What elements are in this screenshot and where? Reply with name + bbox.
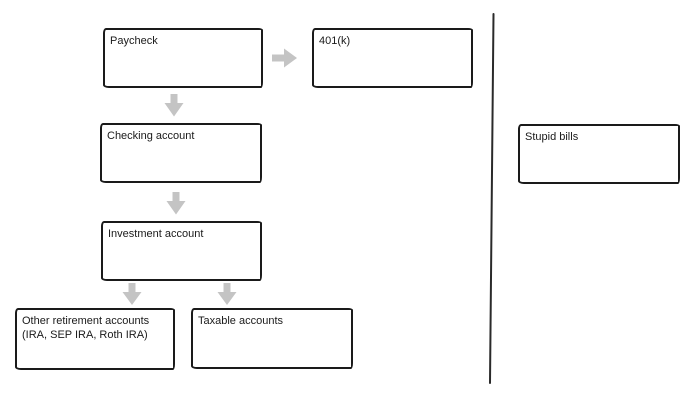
- node-paycheck: Paycheck: [103, 28, 263, 88]
- node-taxable-accounts-label: Taxable accounts: [198, 315, 283, 327]
- arrow-right-paycheck-to-401k-icon: [271, 46, 299, 70]
- node-investment-account-label: Investment account: [108, 228, 204, 240]
- node-other-retirement-accounts-label: Other retirement accounts (IRA, SEP IRA,…: [22, 315, 150, 342]
- node-taxable-accounts: Taxable accounts: [191, 308, 353, 369]
- arrow-down-investment-to-other-retirement-icon: [120, 283, 144, 306]
- node-checking-account: Checking account: [100, 123, 262, 183]
- node-other-retirement-accounts: Other retirement accounts (IRA, SEP IRA,…: [15, 308, 175, 370]
- arrow-down-investment-to-taxable-icon: [215, 283, 239, 306]
- node-stupid-bills-label: Stupid bills: [525, 131, 579, 143]
- arrow-down-paycheck-to-checking-icon: [162, 93, 186, 118]
- node-401k-label: 401(k): [319, 35, 351, 47]
- node-paycheck-label: Paycheck: [110, 35, 158, 47]
- node-investment-account: Investment account: [101, 221, 262, 281]
- node-401k: 401(k): [312, 28, 473, 88]
- arrow-down-checking-to-investment-icon: [164, 191, 188, 216]
- node-stupid-bills: Stupid bills: [518, 124, 680, 184]
- node-checking-account-label: Checking account: [107, 130, 195, 142]
